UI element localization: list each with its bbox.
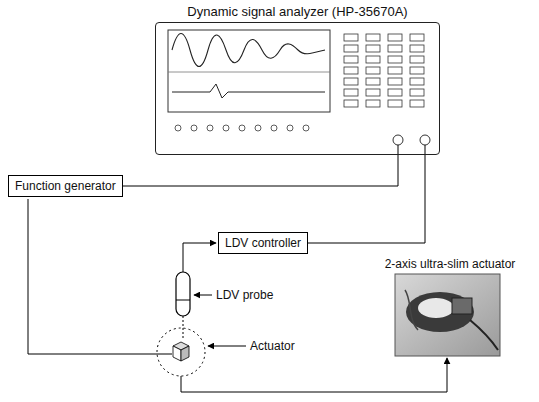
leader-line <box>194 295 212 296</box>
box-label: LDV controller <box>225 236 301 250</box>
part-label: Actuator <box>249 339 296 353</box>
laser-beam <box>183 316 184 340</box>
actuator-photo <box>395 274 500 356</box>
photo-highlight <box>418 298 454 318</box>
heading: 2-axis ultra-slim actuator <box>370 256 530 272</box>
instrument-box: LDV controller <box>218 232 308 254</box>
box-label: Function generator <box>15 179 116 193</box>
keypad <box>342 32 430 109</box>
leader-line <box>208 346 246 347</box>
softkey-row <box>172 122 316 134</box>
actuator-cube <box>173 346 181 361</box>
connector-lead <box>398 145 399 155</box>
probe-cable <box>183 243 216 272</box>
signal-cable <box>123 155 398 186</box>
spectrum-trace <box>172 84 325 98</box>
analyzer-unit: Dynamic signal analyzer (HP-35670A) <box>155 4 440 155</box>
actuator-photo-panel: 2-axis ultra-slim actuator <box>370 256 530 356</box>
photo-pointer <box>181 358 447 392</box>
instrument-box: Function generator <box>8 175 123 197</box>
screen-divider <box>168 72 330 73</box>
signal-cable <box>308 155 425 243</box>
probe-band <box>176 300 190 301</box>
photo-part <box>452 298 472 314</box>
unit-frame <box>395 274 500 356</box>
input-connector <box>393 135 403 145</box>
waveform-trace <box>172 34 325 67</box>
actuator-highlight <box>157 328 205 376</box>
unit-frame <box>155 22 440 155</box>
photo-wire <box>470 320 498 350</box>
input-connector <box>420 135 430 145</box>
actuator-cube <box>181 346 189 361</box>
heading: Dynamic signal analyzer (HP-35670A) <box>155 4 440 20</box>
photo-body <box>406 292 474 332</box>
drive-wire <box>28 199 172 354</box>
connector-lead <box>425 145 426 155</box>
analyzer-screen <box>168 30 330 112</box>
part-label: LDV probe <box>215 288 274 302</box>
ldv-probe <box>176 272 190 316</box>
photo-wire <box>405 290 418 330</box>
